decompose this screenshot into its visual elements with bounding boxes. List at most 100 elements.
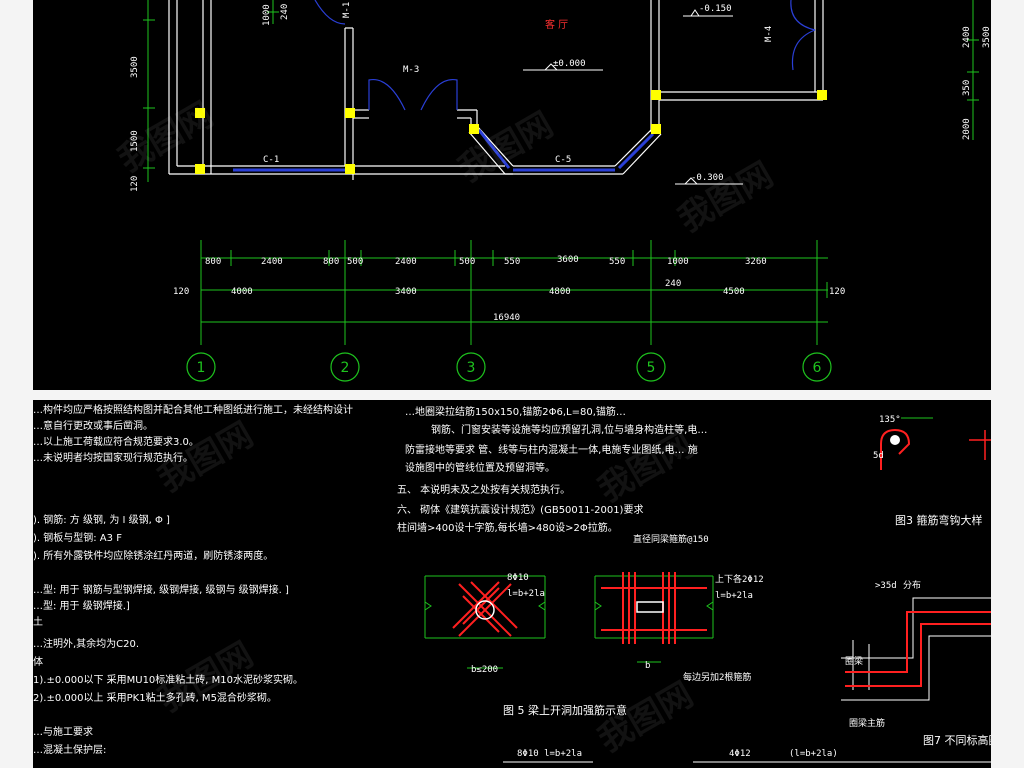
room-label: 客 厅 [545, 18, 568, 31]
note-line: 体 [33, 657, 43, 668]
svg-text:1000: 1000 [667, 257, 689, 267]
note-line: …注明外,其余均为C20. [33, 639, 140, 650]
fig5-hole-detail [424, 575, 546, 669]
fig5-rect-bars [601, 572, 707, 644]
fig5-label: b [645, 661, 650, 671]
fig7-bars [845, 611, 991, 687]
right-dim: 3500 [982, 26, 991, 48]
left-dim: 1500 [130, 130, 140, 152]
bottom-label: 4Φ12 [729, 749, 751, 759]
note-line: …构件均应严格按照结构图并配合其他工种图纸进行施工，未经结构设计 [33, 405, 353, 416]
fig5-round-hole [475, 600, 495, 620]
fig3-bar-section [890, 435, 900, 445]
note-line: 柱间墙>400设十字筋,每长墙>480设>2Φ拉筋。 [397, 523, 618, 534]
window-label-c1: C-1 [263, 155, 279, 165]
note-line: 六、 砌体《建筑抗震设计规范》(GB50011-2001)要求 [397, 505, 644, 516]
fig5-label: 上下各2Φ12 [715, 573, 764, 585]
axis-bubbles [186, 352, 832, 382]
svg-text:120: 120 [173, 287, 189, 297]
note-line: ). 钢板与型钢: A3 F [33, 533, 122, 544]
svg-text:2400: 2400 [395, 257, 417, 267]
svg-text:240: 240 [665, 279, 681, 289]
note-line: …未说明者均按国家现行规范执行。 [33, 453, 193, 464]
note-line: 防雷接地等要求 管、线等与柱内混凝土一体,电施专业图纸,电… 施 [405, 445, 698, 456]
svg-text:500: 500 [347, 257, 363, 267]
left-dim: 120 [130, 176, 140, 192]
fig5-hole-bars [452, 581, 518, 637]
right-dim: 350 [962, 80, 972, 96]
fig7-label: 圈梁主筋 [849, 717, 885, 729]
fig5-label: l=b+2la [507, 589, 545, 599]
bottom-label: (l=b+2la) [789, 749, 838, 759]
elevation-label: -0.150 [699, 4, 732, 14]
svg-text:6: 6 [813, 360, 822, 376]
floor-plan-panel: M-1 M-3 M-4 C-1 C-5 -0.150 ±0.000 -0.300… [33, 0, 991, 390]
svg-text:4000: 4000 [231, 287, 253, 297]
note-line: 2).±0.000以上 采用PK1粘土多孔砖, M5混合砂浆砌。 [33, 693, 277, 704]
svg-text:4500: 4500 [723, 287, 745, 297]
dimension-row-1: 800 2400 800 500 2400 500 550 3600 550 1… [205, 255, 767, 267]
note-line: 设施图中的管线位置及预留洞等。 [405, 463, 555, 474]
svg-text:1: 1 [197, 360, 206, 376]
note-line: 土 [33, 617, 43, 628]
fig7-label: 圈梁 [845, 655, 863, 667]
overall-dimension: 16940 [493, 313, 520, 323]
note-line: …型: 用于 钢筋与型钢焊接, 级钢焊接, 级钢与 级钢焊接. ] [33, 585, 289, 596]
fig5-label: 每边另加2根箍筋 [683, 671, 751, 683]
dimension-row-2: 120 4000 3400 4800 240 4500 120 [173, 279, 845, 297]
note-line: 1).±0.000以下 采用MU10标准粘土砖, M10水泥砂浆实砌。 [33, 675, 304, 686]
note-line: ). 所有外露铁件均应除锈涂红丹两道，刷防锈漆两度。 [33, 551, 274, 562]
note-line: 五、 本说明未及之处按有关规范执行。 [397, 485, 571, 496]
doors [314, 0, 816, 111]
window-label-c5: C-5 [555, 155, 571, 165]
notes-panel: …构件均应严格按照结构图并配合其他工种图纸进行施工，未经结构设计 …意自行更改或… [33, 400, 991, 768]
svg-text:500: 500 [459, 257, 475, 267]
note-line: …混凝土保护层: [33, 745, 107, 756]
bottom-label: 8Φ10 l=b+2la [517, 749, 582, 759]
detail-drawings: 8Φ10 l=b+2la b≤200 上下各2Φ12 l=b+2la b 直径同… [424, 415, 991, 763]
fig3-right-detail [969, 430, 991, 460]
note-line: ). 钢筋: 方 级钢, 为 I 级钢, Φ ] [33, 515, 170, 526]
fig7-caption: 图7 不同标高圈梁 [923, 733, 991, 747]
dimension-lines [143, 0, 979, 345]
fig5-rect-detail [594, 575, 714, 663]
note-line: …地圈梁拉结筋150x150,锚筋2Φ6,L=80,锚筋… [405, 407, 626, 418]
fig3-label: 135° [879, 415, 901, 425]
fig3-label: 5d [873, 451, 884, 461]
svg-text:800: 800 [205, 257, 221, 267]
svg-text:550: 550 [609, 257, 625, 267]
svg-text:2: 2 [341, 360, 350, 376]
fig7-label: >35d [875, 581, 897, 591]
note-line: …型: 用于 级钢焊接.] [33, 601, 130, 612]
windows [233, 129, 655, 172]
elevation-label: ±0.000 [553, 59, 586, 69]
svg-text:120: 120 [829, 287, 845, 297]
svg-text:3400: 3400 [395, 287, 417, 297]
fig7-label: 分布 [903, 579, 921, 591]
elevation-label: -0.300 [691, 173, 724, 183]
fig7-outline [841, 597, 991, 701]
fig5-label: 直径同梁箍筋@150 [633, 533, 709, 545]
svg-text:3: 3 [467, 360, 476, 376]
columns [195, 90, 827, 174]
fig5-caption: 图 5 梁上开洞加强筋示意 [503, 703, 627, 717]
left-dim: 3500 [130, 56, 140, 78]
right-dim: 2400 [962, 26, 972, 48]
fig5-label: l=b+2la [715, 591, 753, 601]
door-label-m1: M-1 [342, 2, 352, 18]
fig5-label: b≤200 [471, 665, 498, 675]
note-line: 钢筋、门窗安装等设施等均应预留孔洞,位与墙身构造柱等,电… [431, 425, 708, 436]
svg-text:800: 800 [323, 257, 339, 267]
svg-text:550: 550 [504, 257, 520, 267]
elevation-marks [523, 9, 743, 185]
fig5-label: 8Φ10 [507, 573, 529, 583]
left-dim: 1000 [262, 4, 272, 26]
note-line: …与施工要求 [33, 727, 93, 738]
note-line: …意自行更改或事后凿洞。 [33, 421, 153, 432]
right-dim: 2000 [962, 118, 972, 140]
fig5-rect-hole [636, 601, 664, 613]
fig3-caption: 图3 箍筋弯钩大样 [895, 513, 983, 527]
note-line: …以上施工荷载应符合规范要求3.0。 [33, 437, 199, 448]
svg-text:3600: 3600 [557, 255, 579, 265]
